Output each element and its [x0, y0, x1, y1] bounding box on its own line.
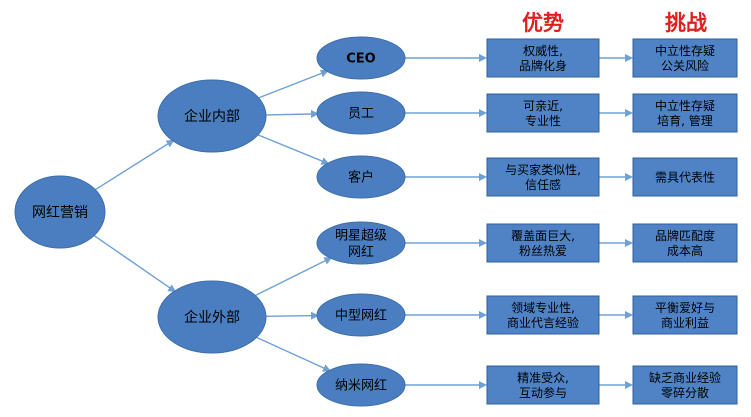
root-to-group-edge: [94, 139, 175, 191]
item-node: [316, 36, 406, 80]
challenge-text: 缺乏商业经验: [649, 370, 721, 385]
advantage-text: 商业代言经验: [507, 315, 579, 330]
advantage-header: 优势: [522, 11, 564, 35]
challenge-box: [632, 295, 738, 335]
item-node-label: 客户: [348, 170, 374, 186]
challenge-text: 品牌匹配度: [655, 228, 715, 243]
challenge-text: 成本高: [667, 243, 703, 258]
group-to-item-edge: [257, 134, 330, 165]
challenge-text: 需具代表性: [655, 170, 715, 184]
item-node: [316, 293, 406, 337]
advantage-box: [486, 365, 600, 405]
advantage-box: [486, 157, 600, 197]
root-node-label: 网红营销: [32, 205, 88, 221]
advantage-box: [486, 93, 600, 133]
advantage-box: [486, 295, 600, 335]
challenge-header: 挑战: [665, 11, 707, 35]
item-node-label: 网红: [348, 244, 374, 260]
group-to-item-edge: [258, 69, 329, 99]
advantage-text: 覆盖面巨大,: [511, 229, 575, 243]
challenge-box: [632, 223, 738, 263]
group-node: [157, 79, 267, 153]
item-node: [316, 91, 406, 135]
group-to-item-edge: [254, 257, 333, 297]
challenge-text: 中立性存疑: [655, 98, 715, 113]
challenge-text: 零碎分散: [661, 385, 709, 400]
item-node-label: 中型网红: [335, 308, 387, 324]
item-node-label: 员工: [348, 107, 374, 122]
item-node-label: 纳米网红: [335, 378, 387, 394]
challenge-text: 平衡爱好与: [655, 301, 715, 315]
item-node: [316, 221, 406, 265]
root-node: [14, 175, 106, 249]
advantage-text: 粉丝热爱: [519, 244, 567, 258]
challenge-box: [632, 38, 738, 78]
item-node-label: 明星超级: [335, 229, 387, 244]
item-node: [316, 155, 406, 199]
group-to-item-edge: [256, 336, 332, 372]
group-to-item-edge: [265, 110, 320, 119]
advantage-text: 与买家类似性,: [505, 162, 581, 177]
edges: [93, 54, 633, 389]
advantage-text: 品牌化身: [519, 58, 567, 73]
challenge-text: 公关风险: [661, 58, 709, 73]
root-to-group-edge: [93, 234, 177, 293]
advantage-box: [486, 223, 600, 263]
advantage-text: 领域专业性,: [511, 300, 575, 315]
advantage-box: [486, 38, 600, 78]
group-node-label: 企业内部: [184, 108, 240, 125]
challenge-text: 培育, 管理: [657, 113, 713, 128]
group-node-label: 企业外部: [184, 309, 240, 326]
challenge-box: [632, 93, 738, 133]
advantage-text: 信任感: [525, 177, 561, 192]
advantage-text: 权威性,: [523, 44, 563, 58]
item-node-label: CEO: [346, 52, 375, 67]
advantage-text: 互动参与: [519, 385, 567, 400]
advantage-text: 精准受众,: [517, 371, 569, 385]
group-node: [157, 280, 267, 354]
item-node: [316, 363, 406, 407]
challenge-text: 商业利益: [661, 315, 709, 330]
challenge-box: [632, 157, 738, 197]
challenge-text: 中立性存疑: [655, 43, 715, 58]
group-to-item-edge: [265, 311, 320, 320]
advantage-text: 专业性: [525, 113, 561, 128]
advantage-text: 可亲近,: [523, 99, 563, 113]
challenge-box: [632, 365, 738, 405]
